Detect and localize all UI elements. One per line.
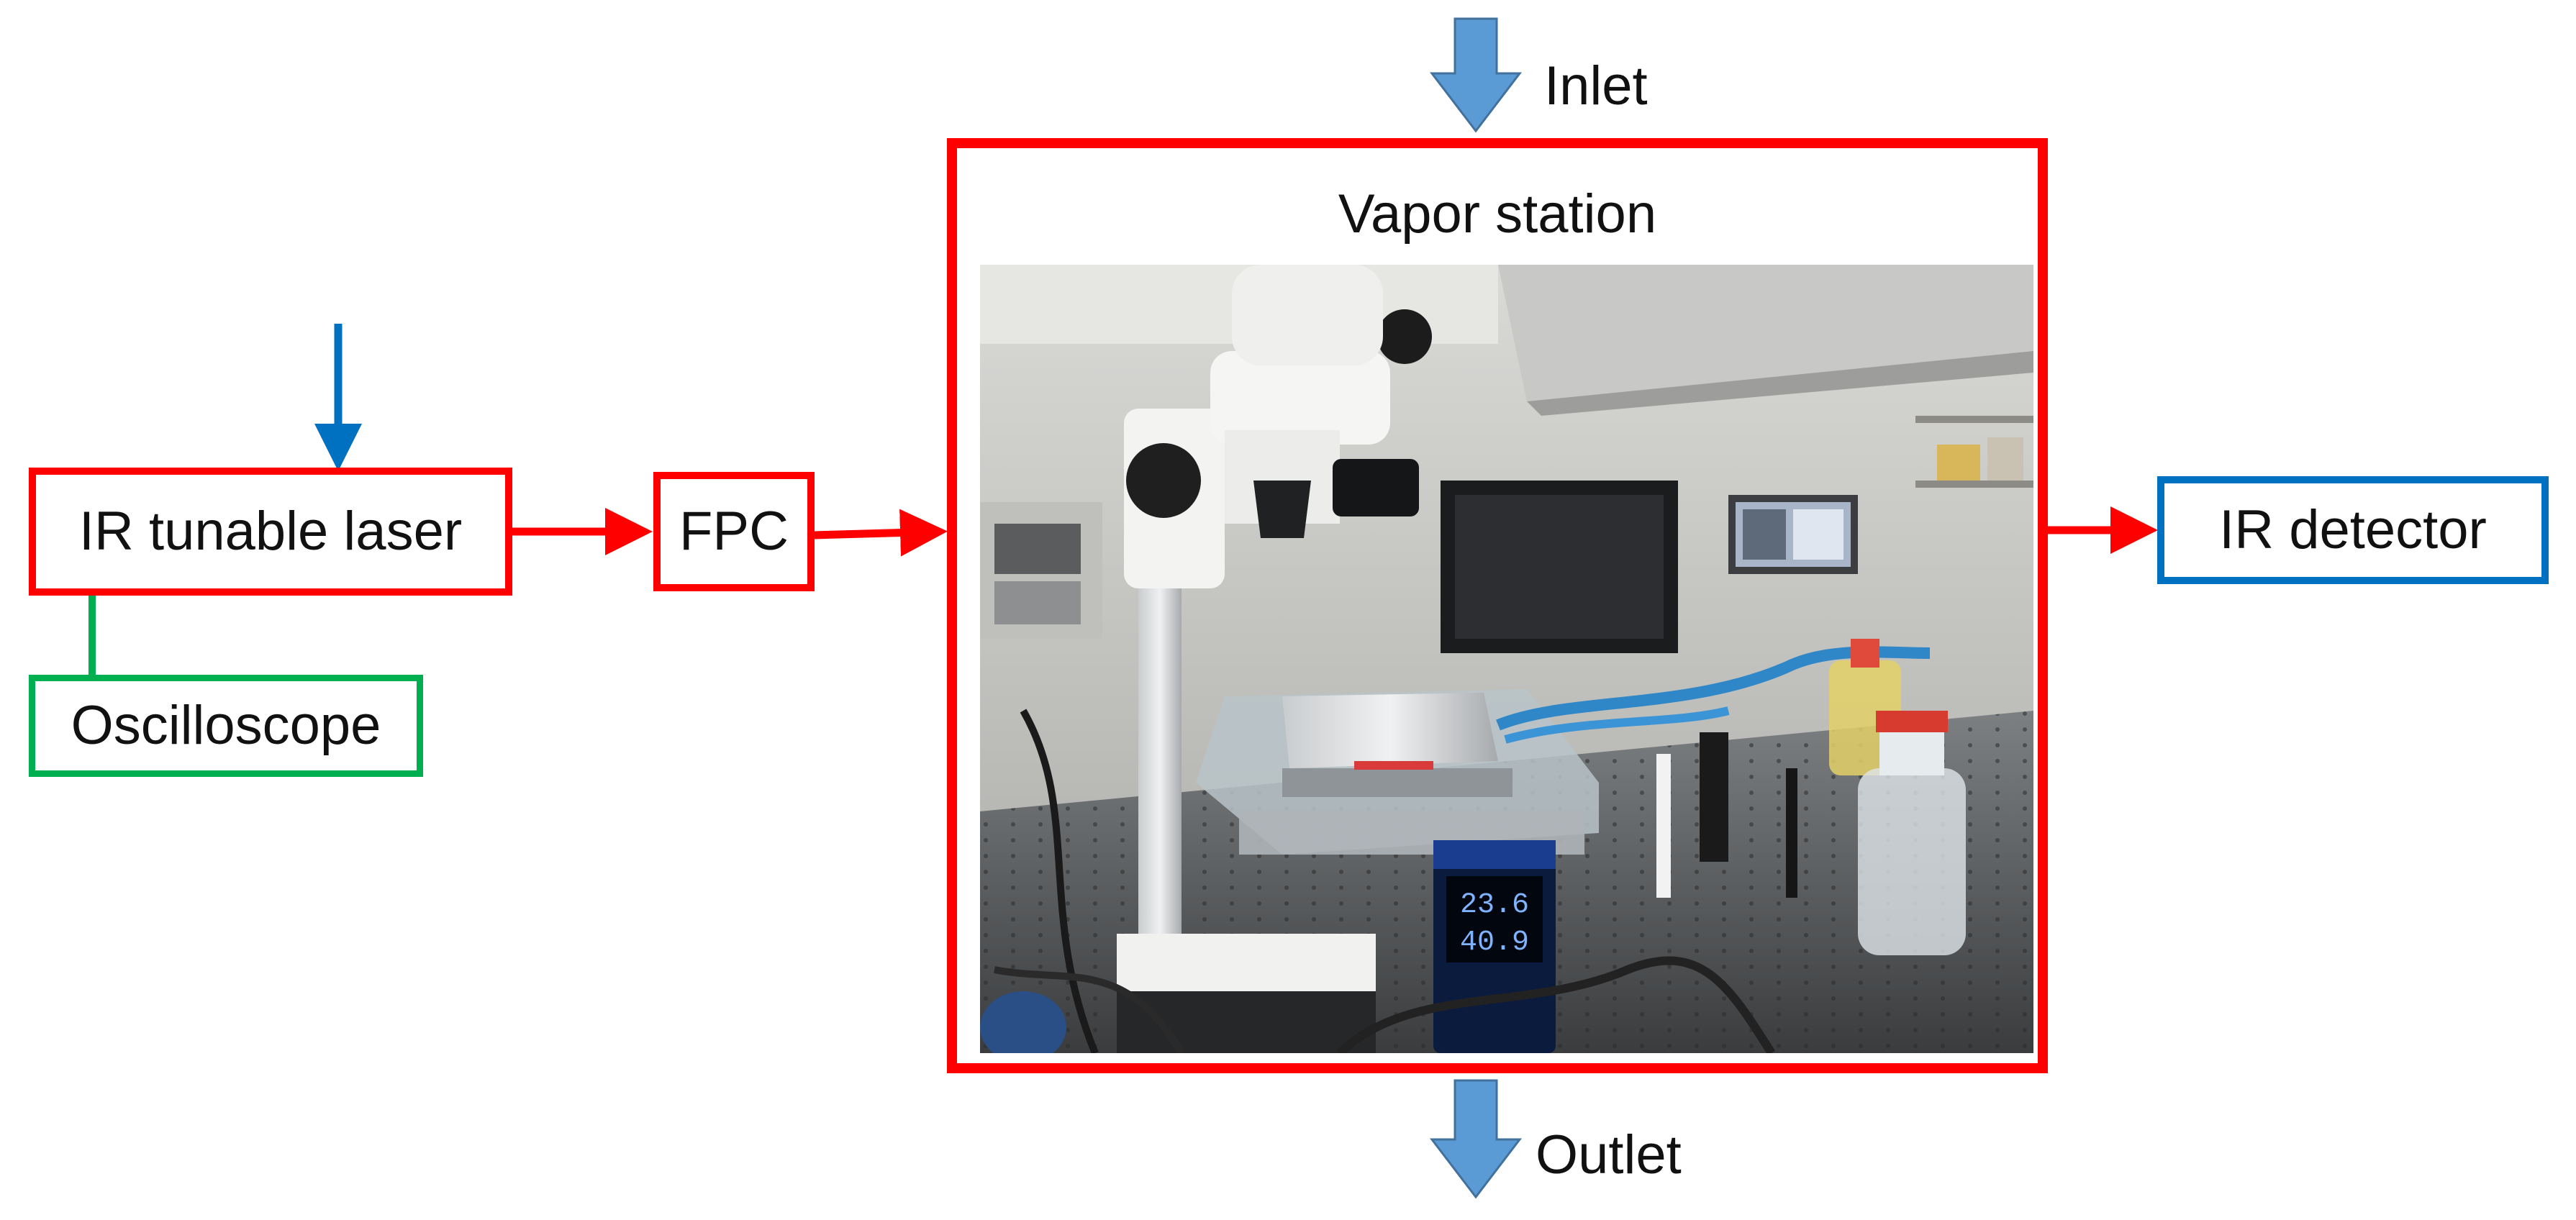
- outlet-arrow: [1429, 1079, 1523, 1199]
- inlet-arrow: [1429, 17, 1523, 133]
- fpc-label: FPC: [679, 501, 789, 562]
- lab-photo-illustration: 23.6 40.9: [980, 265, 2033, 1053]
- oscilloscope-box: Oscilloscope: [29, 675, 423, 777]
- ir-tunable-laser-label: IR tunable laser: [78, 501, 463, 562]
- vapor-station-photo: 23.6 40.9: [980, 265, 2033, 1053]
- oscilloscope-label: Oscilloscope: [71, 695, 381, 756]
- controller-display-bottom: 40.9: [1460, 927, 1529, 959]
- ir-detector-box: IR detector: [2157, 476, 2549, 584]
- ir-tunable-laser-box: IR tunable laser: [29, 468, 512, 596]
- ir-detector-label: IR detector: [2219, 499, 2487, 560]
- controller-display-top: 23.6: [1460, 889, 1529, 921]
- outlet-label: Outlet: [1536, 1124, 1682, 1185]
- inlet-label: Inlet: [1544, 55, 1648, 117]
- fpc-to-station-arrow: [814, 509, 948, 557]
- vapor-station-label: Vapor station: [1338, 183, 1657, 245]
- vapor-station-box: Vapor station: [947, 138, 2048, 1073]
- fpc-box: FPC: [653, 472, 815, 591]
